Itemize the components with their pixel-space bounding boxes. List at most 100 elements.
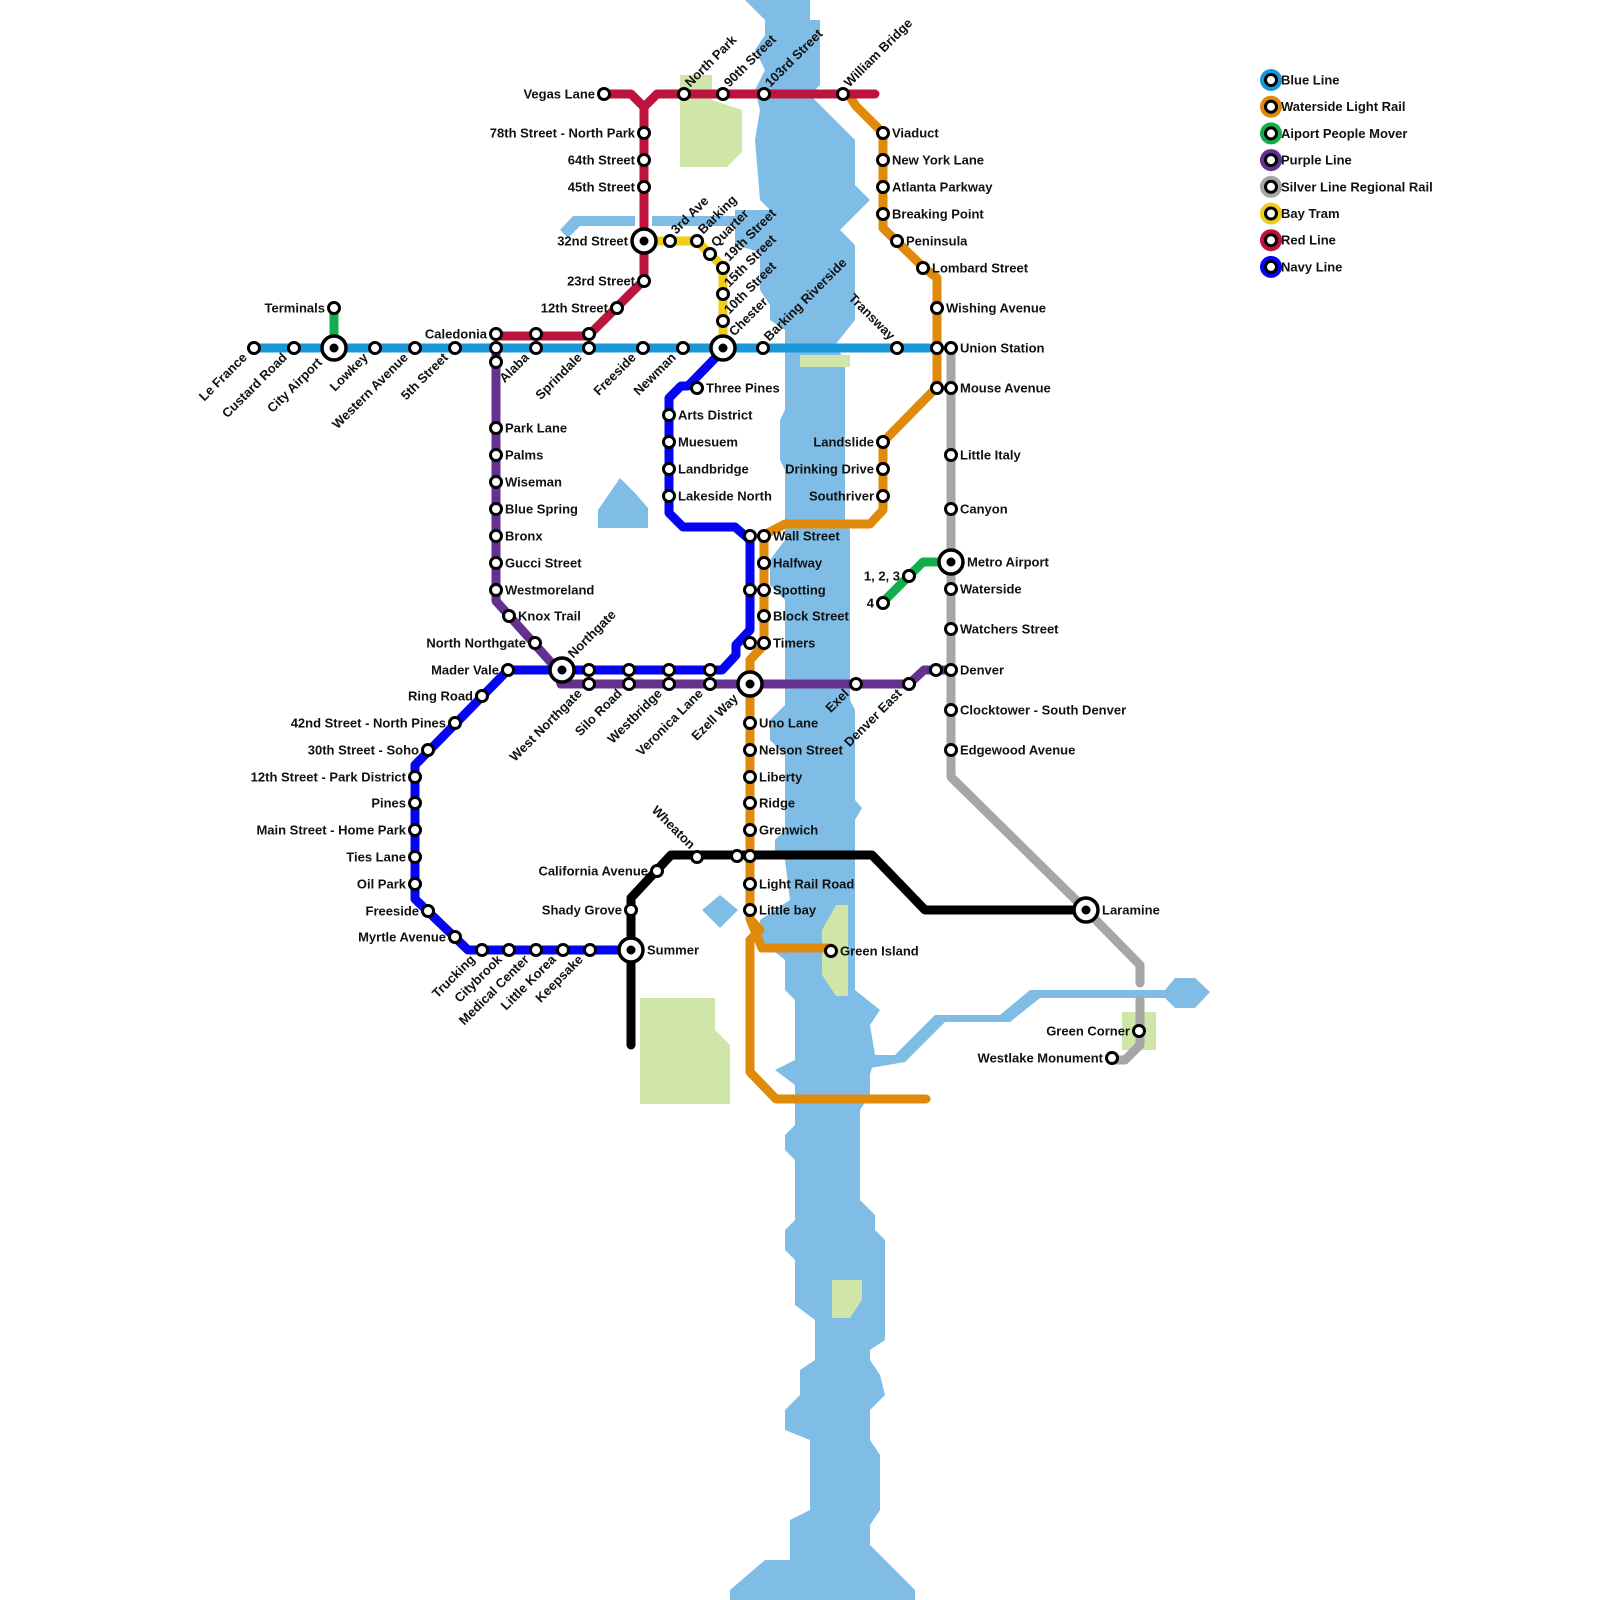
station-10th-street-stop[interactable] <box>718 316 729 327</box>
station-westmoreland-stop[interactable] <box>491 585 502 596</box>
station-southriver-stop[interactable] <box>878 491 889 502</box>
station-knox-trail-stop[interactable] <box>504 611 515 622</box>
station-ridge-stop[interactable] <box>745 798 756 809</box>
station-little-korea-stop[interactable] <box>558 945 569 956</box>
station-breaking-point-stop[interactable] <box>878 209 889 220</box>
interchange-stop[interactable] <box>745 638 756 649</box>
station-uno-lane-stop[interactable] <box>745 718 756 729</box>
station-union-station-stop[interactable] <box>946 343 957 354</box>
interchange-stop[interactable] <box>732 851 743 862</box>
station-4-stop[interactable] <box>878 598 889 609</box>
station-arts-district-stop[interactable] <box>664 410 675 421</box>
station-denver-east-stop[interactable] <box>904 679 915 690</box>
station-silo-road-stop[interactable] <box>624 679 635 690</box>
station-little-italy-stop[interactable] <box>946 450 957 461</box>
station-main-street-home-park-stop[interactable] <box>410 825 421 836</box>
station-veronica-lane-stop[interactable] <box>705 679 716 690</box>
interchange-stop[interactable] <box>584 329 595 340</box>
station-12th-street-stop[interactable] <box>612 303 623 314</box>
station-keepsake-stop[interactable] <box>585 945 596 956</box>
station-oil-park-stop[interactable] <box>410 879 421 890</box>
station-3rd-ave-stop[interactable] <box>665 236 676 247</box>
station-lakeside-north-stop[interactable] <box>664 491 675 502</box>
station-23rd-street-stop[interactable] <box>639 276 650 287</box>
station-custard-road-stop[interactable] <box>289 343 300 354</box>
station-waterside-stop[interactable] <box>946 584 957 595</box>
interchange-stop[interactable] <box>624 665 635 676</box>
station-little-bay-stop[interactable] <box>745 905 756 916</box>
station-western-avenue-stop[interactable] <box>410 343 421 354</box>
station-42nd-street-north-pines-stop[interactable] <box>450 718 461 729</box>
interchange-stop[interactable] <box>531 329 542 340</box>
station-myrtle-avenue-stop[interactable] <box>450 932 461 943</box>
station-le-france-stop[interactable] <box>249 343 260 354</box>
station-liberty-stop[interactable] <box>745 772 756 783</box>
station-city-airport-hub[interactable] <box>322 336 346 360</box>
station-landbridge-stop[interactable] <box>664 464 675 475</box>
station-mouse-avenue-stop[interactable] <box>946 383 957 394</box>
station-north-park-stop[interactable] <box>679 89 690 100</box>
station-atlanta-parkway-stop[interactable] <box>878 182 889 193</box>
station-30th-street-soho-stop[interactable] <box>423 745 434 756</box>
station-viaduct-stop[interactable] <box>878 128 889 139</box>
station-wishing-avenue-stop[interactable] <box>932 303 943 314</box>
station-sprindale-stop[interactable] <box>584 343 595 354</box>
interchange-stop[interactable] <box>491 357 502 368</box>
station-clocktower-south-denver-stop[interactable] <box>946 705 957 716</box>
station-45th-street-stop[interactable] <box>639 182 650 193</box>
interchange-stop[interactable] <box>491 343 502 354</box>
station-chester-hub[interactable] <box>711 336 735 360</box>
station-nelson-street-stop[interactable] <box>745 745 756 756</box>
station-78th-street-north-park-stop[interactable] <box>639 128 650 139</box>
interchange-stop[interactable] <box>664 665 675 676</box>
station-barking-riverside-stop[interactable] <box>758 343 769 354</box>
station-new-york-lane-stop[interactable] <box>878 155 889 166</box>
station-three-pines-stop[interactable] <box>692 383 703 394</box>
station-transway-stop[interactable] <box>892 343 903 354</box>
station-mader-vale-stop[interactable] <box>503 665 514 676</box>
station-peninsula-stop[interactable] <box>892 236 903 247</box>
interchange-stop[interactable] <box>705 665 716 676</box>
station-citybrook-stop[interactable] <box>504 945 515 956</box>
station-north-northgate-stop[interactable] <box>530 638 541 649</box>
station-west-northgate-stop[interactable] <box>584 679 595 690</box>
station-westlake-monument-stop[interactable] <box>1107 1053 1118 1064</box>
station-palms-stop[interactable] <box>491 450 502 461</box>
station-bronx-stop[interactable] <box>491 531 502 542</box>
interchange-stop[interactable] <box>745 851 756 862</box>
station-alaba-stop[interactable] <box>531 343 542 354</box>
station-blue-spring-stop[interactable] <box>491 504 502 515</box>
station-shady-grove-stop[interactable] <box>626 905 637 916</box>
station-ezell-way-hub[interactable] <box>738 672 762 696</box>
station-light-rail-road-stop[interactable] <box>745 879 756 890</box>
station-ring-road-stop[interactable] <box>477 691 488 702</box>
station-freeside-stop[interactable] <box>423 906 434 917</box>
station-lowkey-stop[interactable] <box>370 343 381 354</box>
station-freeside-stop[interactable] <box>638 343 649 354</box>
station-canyon-stop[interactable] <box>946 504 957 515</box>
station-32nd-street-hub[interactable] <box>632 229 656 253</box>
station-metro-airport-hub[interactable] <box>939 550 963 574</box>
station-westbridge-stop[interactable] <box>664 679 675 690</box>
station-wheaton-stop[interactable] <box>692 852 703 863</box>
station-watchers-street-stop[interactable] <box>946 624 957 635</box>
station-grenwich-stop[interactable] <box>745 825 756 836</box>
station-gucci-street-stop[interactable] <box>491 558 502 569</box>
station-pines-stop[interactable] <box>410 798 421 809</box>
station-15th-street-stop[interactable] <box>718 289 729 300</box>
station-ties-lane-stop[interactable] <box>410 852 421 863</box>
station-green-island-stop[interactable] <box>826 946 837 957</box>
station-green-corner-stop[interactable] <box>1134 1026 1145 1037</box>
station-barking-stop[interactable] <box>692 236 703 247</box>
station-edgewood-avenue-stop[interactable] <box>946 745 957 756</box>
station-landslide-stop[interactable] <box>878 437 889 448</box>
station-12th-street-park-district-stop[interactable] <box>410 772 421 783</box>
station-lombard-street-stop[interactable] <box>918 263 929 274</box>
station-timers-stop[interactable] <box>759 638 770 649</box>
interchange-stop[interactable] <box>932 343 943 354</box>
station-park-lane-stop[interactable] <box>491 423 502 434</box>
station-90th-street-stop[interactable] <box>718 89 729 100</box>
station-1-2-3-stop[interactable] <box>904 571 915 582</box>
station-block-street-stop[interactable] <box>759 611 770 622</box>
interchange-stop[interactable] <box>745 585 756 596</box>
